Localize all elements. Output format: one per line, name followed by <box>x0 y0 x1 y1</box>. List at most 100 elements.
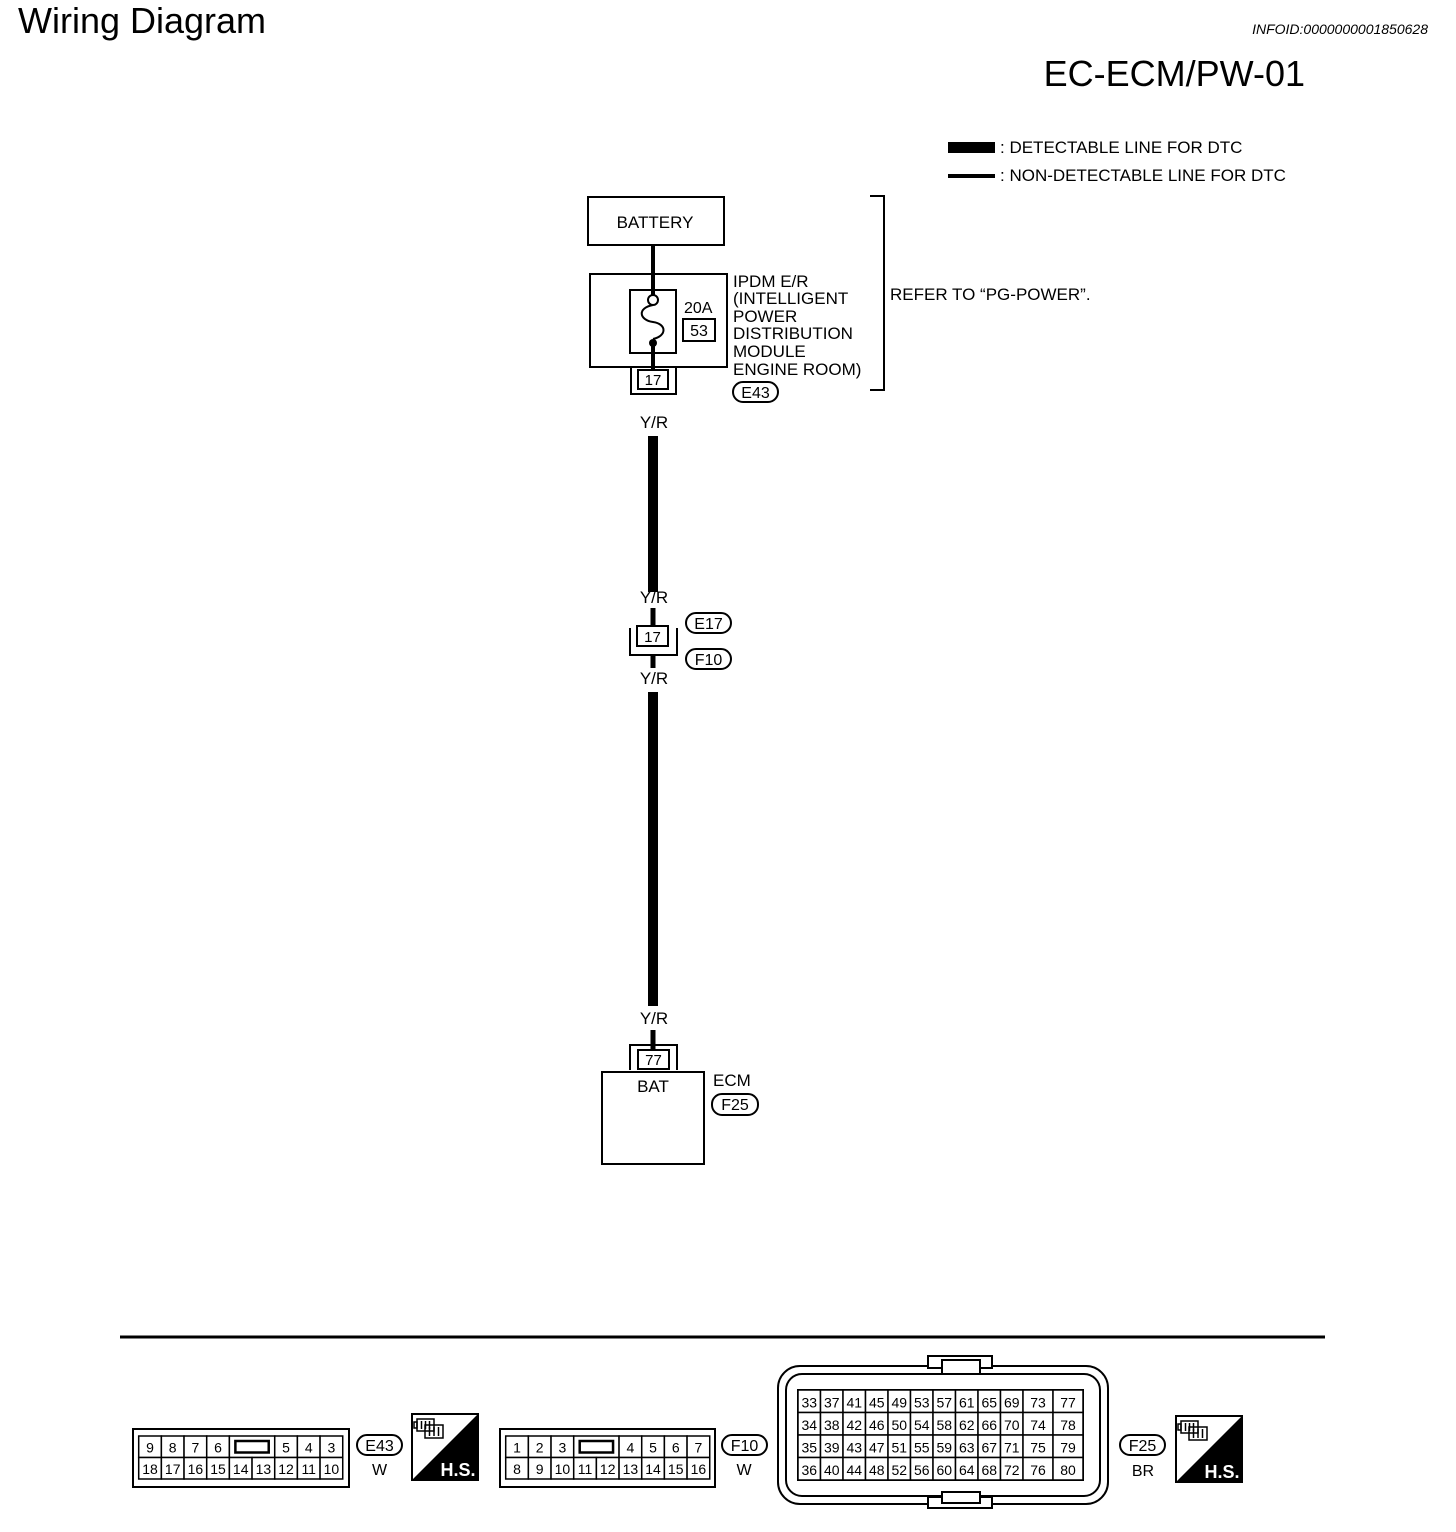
pin-number: 63 <box>959 1440 975 1456</box>
pin-number: 71 <box>1004 1440 1020 1456</box>
pin-number: 1 <box>513 1440 521 1456</box>
ecm-label: ECM <box>713 1071 751 1090</box>
f10-connector-badge[interactable] <box>685 648 732 670</box>
pin-number: 5 <box>649 1440 657 1456</box>
f25-connector-badge[interactable] <box>711 1093 759 1116</box>
pin-number: 12 <box>600 1461 616 1477</box>
pin-number: 79 <box>1060 1440 1076 1456</box>
harness-side-icon: H.S. <box>1175 1415 1243 1483</box>
pin-number: 57 <box>936 1395 952 1411</box>
pin-cell-11: 11 <box>572 1456 598 1480</box>
pin-cell-35: 35 <box>797 1434 822 1459</box>
ipdm-label-line: (INTELLIGENT <box>733 289 848 308</box>
pin-number: 75 <box>1030 1440 1046 1456</box>
pin-cell-14: 14 <box>228 1456 253 1480</box>
pin-cell-7: 7 <box>183 1435 208 1459</box>
pin-number: 78 <box>1060 1417 1076 1433</box>
pin-number: 42 <box>846 1417 862 1433</box>
pin-cell-70: 70 <box>999 1411 1024 1436</box>
pin-number: 6 <box>214 1440 222 1456</box>
key-slot <box>228 1435 276 1459</box>
pin-number: 10 <box>555 1461 571 1477</box>
pin-number: 72 <box>1004 1462 1020 1478</box>
pin-number: 69 <box>1004 1395 1020 1411</box>
pin-cell-13: 13 <box>251 1456 276 1480</box>
pin-cell-frame <box>1052 1456 1084 1481</box>
pin-cell-9: 9 <box>137 1435 163 1459</box>
pin-cell-3: 3 <box>550 1435 575 1459</box>
pin-cell-9: 9 <box>527 1456 552 1480</box>
pin-cell-55: 55 <box>909 1434 934 1459</box>
pin-cell-39: 39 <box>819 1434 844 1459</box>
fuse-number-box <box>682 318 716 342</box>
battery: BATTERY <box>587 196 725 246</box>
fuse-rating: 20A <box>684 300 713 317</box>
e17-connector-badge[interactable] <box>685 612 732 634</box>
pin-number: 48 <box>869 1462 885 1478</box>
ipdm-pin-box <box>637 369 669 390</box>
ipdm-label-line: ENGINE ROOM) <box>733 360 861 379</box>
ecm-connector-bracket <box>629 1044 678 1070</box>
battery-label: BATTERY <box>617 213 694 232</box>
pin-number: 15 <box>668 1461 684 1477</box>
f25-lock-notch-bottom <box>941 1491 981 1504</box>
f25-view-badge[interactable] <box>1119 1434 1166 1456</box>
pin-number: 41 <box>846 1395 862 1411</box>
pin-cell-33: 33 <box>797 1389 822 1414</box>
detectable-wire-segment <box>648 436 658 592</box>
ecm-box <box>601 1071 705 1165</box>
wire-color-label: Y/R <box>640 413 668 432</box>
ipdm-connector-badge[interactable] <box>732 381 779 403</box>
e43-view-badge[interactable] <box>356 1434 403 1456</box>
pin-number: 80 <box>1060 1462 1076 1478</box>
pin-cell-frame <box>686 1456 711 1480</box>
ipdm-label-line: POWER <box>733 307 797 326</box>
pin-cell-72: 72 <box>999 1456 1024 1481</box>
pin-number: 64 <box>959 1462 975 1478</box>
pin-number: 14 <box>645 1461 661 1477</box>
pin-number: 4 <box>626 1440 634 1456</box>
pin-cell-4: 4 <box>618 1435 643 1459</box>
pin-cell-59: 59 <box>932 1434 957 1459</box>
pin-cell-48: 48 <box>864 1456 889 1481</box>
pin-cell-17: 17 <box>160 1456 185 1480</box>
pin-cell-51: 51 <box>887 1434 912 1459</box>
e17-connector-id: E17 <box>694 616 723 633</box>
pin-number: 35 <box>801 1440 817 1456</box>
pin-cell-frame <box>319 1456 344 1480</box>
pin-number: 43 <box>846 1440 862 1456</box>
pin-number: 39 <box>824 1440 840 1456</box>
ipdm-label-line: IPDM E/R <box>733 272 809 291</box>
pin-number: 16 <box>188 1461 204 1477</box>
page-title: Wiring Diagram <box>18 0 266 41</box>
pin-cell-46: 46 <box>864 1411 889 1436</box>
pin-cell-41: 41 <box>842 1389 867 1414</box>
pin-cell-60: 60 <box>932 1456 957 1481</box>
refer-note: REFER TO “PG-POWER”. <box>890 285 1091 304</box>
pin-number: 2 <box>536 1440 544 1456</box>
pin-cell-36: 36 <box>797 1456 822 1481</box>
info-id: INFOID:0000000001850628 <box>1252 21 1428 37</box>
diagram-code: EC-ECM/PW-01 <box>1044 53 1305 94</box>
pin-number: 61 <box>959 1395 975 1411</box>
pin-cell-64: 64 <box>954 1456 979 1481</box>
pin-number: 11 <box>301 1461 316 1477</box>
pin-number: 46 <box>869 1417 885 1433</box>
pin-cell-34: 34 <box>797 1411 822 1436</box>
ecm-pin-box <box>637 1049 670 1070</box>
joint-pin-box <box>636 625 669 647</box>
pin-number: 7 <box>191 1440 199 1456</box>
pin-cell-50: 50 <box>887 1411 912 1436</box>
pin-cell-6: 6 <box>205 1435 231 1459</box>
joint-pin-number: 17 <box>644 629 661 646</box>
pin-number: 10 <box>324 1461 340 1477</box>
ecm-pin-number: 77 <box>645 1052 662 1069</box>
f10-view-badge[interactable] <box>721 1434 768 1456</box>
pin-cell-58: 58 <box>932 1411 957 1436</box>
pin-cell-42: 42 <box>842 1411 867 1436</box>
pin-cell-57: 57 <box>932 1389 957 1414</box>
pin-number: 16 <box>691 1461 707 1477</box>
